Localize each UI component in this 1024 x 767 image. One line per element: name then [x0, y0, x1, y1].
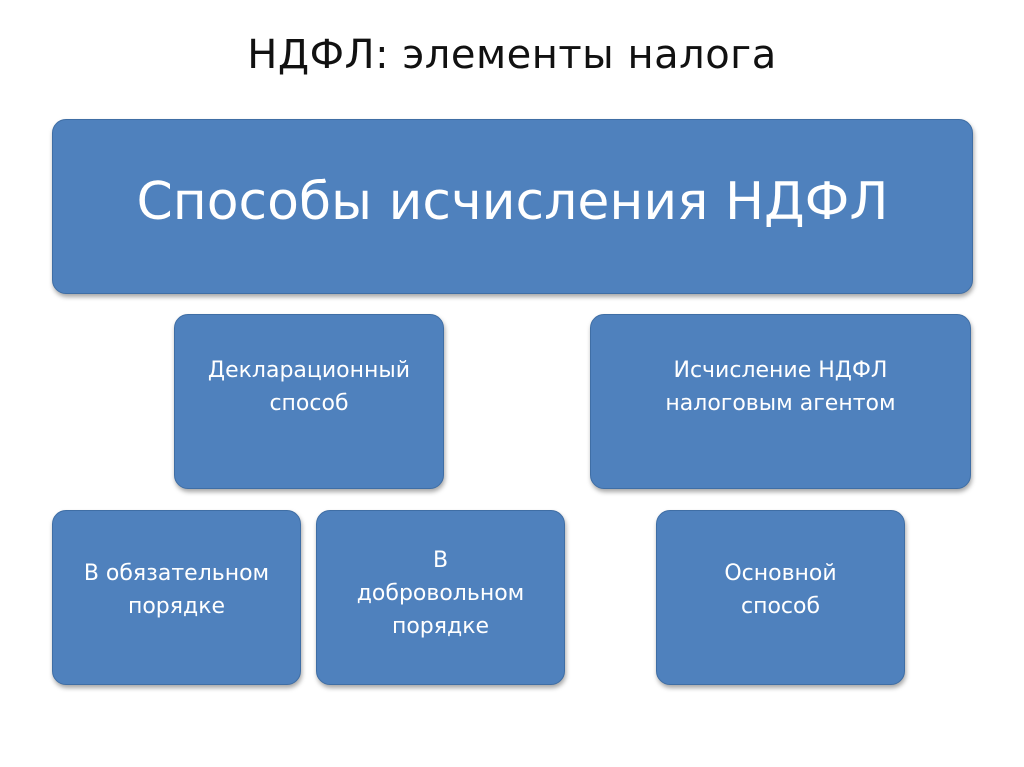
tax-agent-method-box: Исчисление НДФЛ налоговым агентом [590, 314, 971, 489]
root-box-calculation-methods: Способы исчисления НДФЛ [52, 119, 973, 294]
slide-title: НДФЛ: элементы налога [247, 32, 777, 78]
declaration-method-label: Декларационный способ [207, 357, 411, 416]
mandatory-order-box: В обязательном порядке [52, 510, 301, 685]
main-method-box: Основной способ [656, 510, 905, 685]
voluntary-order-label: В добровольном порядке [356, 548, 525, 639]
root-box-label: Способы исчисления НДФЛ [136, 171, 889, 232]
declaration-method-box: Декларационный способ [174, 314, 444, 489]
mandatory-order-label: В обязательном порядке [83, 560, 270, 619]
tax-agent-method-label: Исчисление НДФЛ налоговым агентом [665, 357, 896, 416]
main-method-label: Основной способ [724, 560, 837, 619]
voluntary-order-box: В добровольном порядке [316, 510, 565, 685]
